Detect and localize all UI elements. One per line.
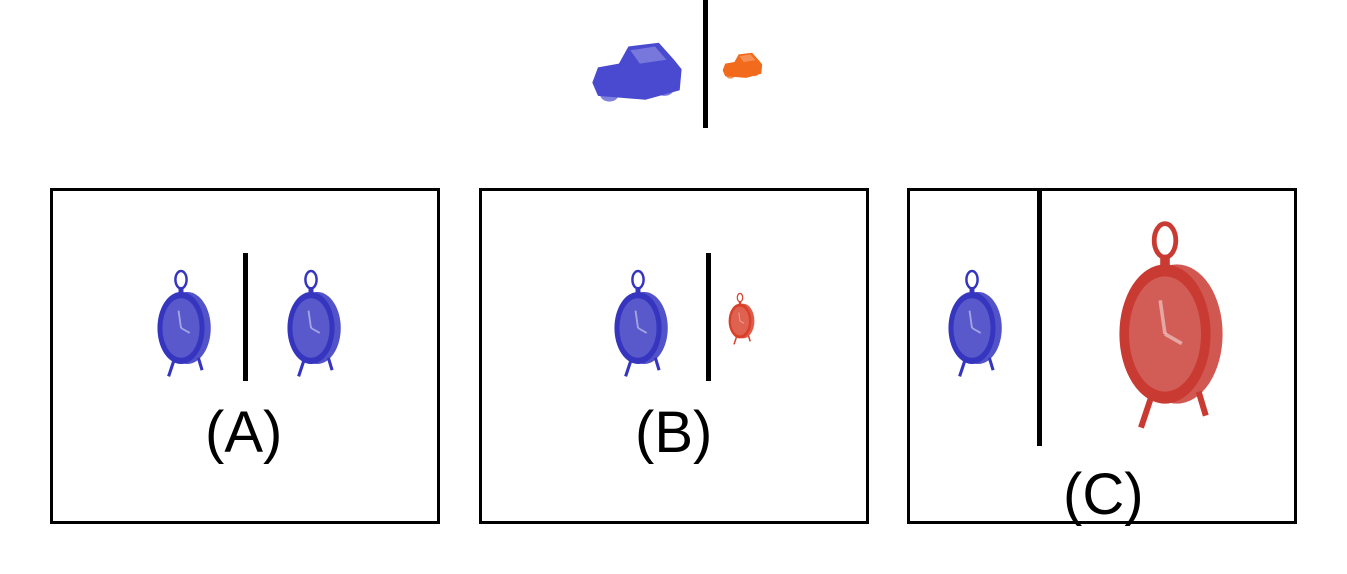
option-c-divider — [1037, 191, 1042, 446]
prompt-divider — [703, 0, 708, 128]
car-right-shape — [722, 52, 763, 79]
option-b-label: (B) — [635, 400, 713, 465]
option-b-divider — [706, 253, 711, 381]
alarm-clock-icon — [1165, 334, 1166, 335]
option-b-panel[interactable]: (B) — [479, 188, 869, 524]
car-left-shape — [592, 42, 682, 102]
option-a-panel[interactable]: (A) — [50, 188, 440, 524]
alarm-clock-icon — [946, 269, 1004, 378]
alarm-clock-icon — [612, 269, 670, 378]
car-icon — [592, 42, 682, 102]
option-c-panel[interactable]: (C) — [907, 188, 1297, 524]
option-c-label: (C) — [1063, 462, 1144, 527]
alarm-clock-icon — [155, 269, 213, 378]
car-icon — [722, 52, 763, 79]
alarm-clock-icon — [285, 269, 343, 378]
option-a-divider — [243, 253, 248, 381]
alarm-clock-icon — [727, 292, 756, 346]
option-a-label: (A) — [205, 400, 283, 465]
